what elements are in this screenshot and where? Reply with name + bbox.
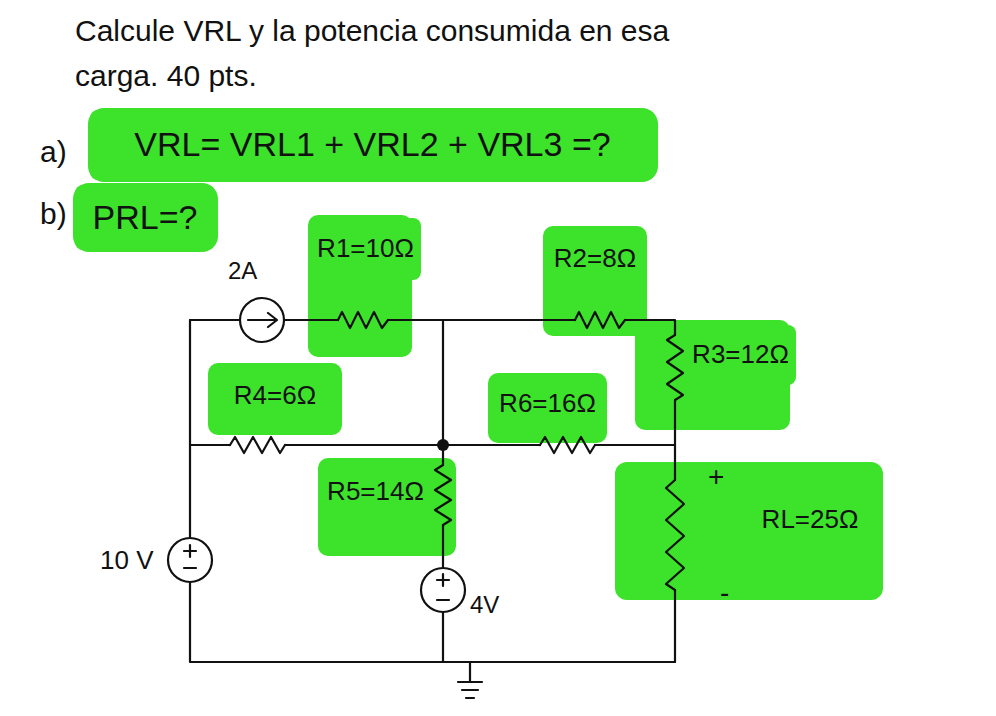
question-box: PRL=? bbox=[75, 185, 215, 250]
highlight bbox=[318, 458, 456, 556]
resistor-symbol bbox=[575, 312, 625, 328]
voltage-source bbox=[421, 568, 465, 612]
junction-dot bbox=[437, 439, 449, 451]
wire bbox=[442, 320, 444, 662]
node-text: PRL=? bbox=[93, 198, 198, 237]
node-text: R5=14Ω bbox=[327, 477, 424, 507]
node-text: R1=10Ω bbox=[317, 234, 414, 264]
polarity-mark bbox=[437, 574, 449, 600]
current-source bbox=[240, 298, 284, 342]
resistor-label-box: R2=8Ω bbox=[545, 228, 645, 290]
highlight bbox=[88, 108, 658, 182]
item-letter: a) bbox=[40, 135, 67, 168]
polarity-sign: + bbox=[708, 462, 724, 493]
wire bbox=[190, 320, 675, 662]
resistor-symbol bbox=[435, 465, 451, 525]
node-text: VRL= VRL1 + VRL2 + VRL3 =? bbox=[134, 125, 610, 164]
resistor-label-box: R5=14Ω bbox=[320, 462, 431, 522]
item-letter: b) bbox=[40, 197, 67, 230]
resistor-label-box: RL=25Ω bbox=[740, 490, 880, 550]
source-arrow bbox=[248, 313, 277, 327]
resistor-label-box: R6=16Ω bbox=[490, 375, 605, 433]
question-box: VRL= VRL1 + VRL2 + VRL3 =? bbox=[90, 110, 655, 180]
voltage-source bbox=[168, 538, 212, 582]
resistor-symbol bbox=[540, 437, 595, 453]
resistor-label-box: R3=12Ω bbox=[685, 325, 796, 385]
polarity-mark bbox=[184, 545, 196, 568]
wire bbox=[190, 320, 675, 662]
wire bbox=[190, 444, 675, 446]
source-value: 10 V bbox=[100, 546, 154, 575]
polarity-sign: - bbox=[720, 578, 729, 609]
ground-symbol bbox=[458, 662, 482, 698]
highlight bbox=[615, 462, 883, 600]
node-text: R4=6Ω bbox=[234, 381, 316, 411]
node-text: R6=16Ω bbox=[499, 389, 596, 419]
highlight bbox=[208, 363, 342, 435]
resistor-symbol bbox=[666, 480, 684, 590]
node-text: R2=8Ω bbox=[554, 244, 636, 274]
resistor-symbol bbox=[230, 437, 285, 453]
resistor-symbol bbox=[667, 335, 683, 400]
highlight bbox=[488, 373, 607, 443]
source-value: 4V bbox=[470, 592, 499, 618]
source-value: 2A bbox=[228, 258, 257, 284]
resistor-symbol bbox=[338, 312, 388, 328]
highlight-group bbox=[73, 108, 883, 600]
resistor-label-box: R1=10Ω bbox=[310, 218, 421, 280]
node-text: RL=25Ω bbox=[762, 505, 859, 535]
highlight bbox=[73, 183, 218, 252]
wires bbox=[168, 298, 684, 698]
node-text: R3=12Ω bbox=[692, 340, 789, 370]
resistor-label-box: R4=6Ω bbox=[210, 365, 340, 427]
question-title: Calcule VRL y la potencia consumida en e… bbox=[75, 8, 755, 98]
